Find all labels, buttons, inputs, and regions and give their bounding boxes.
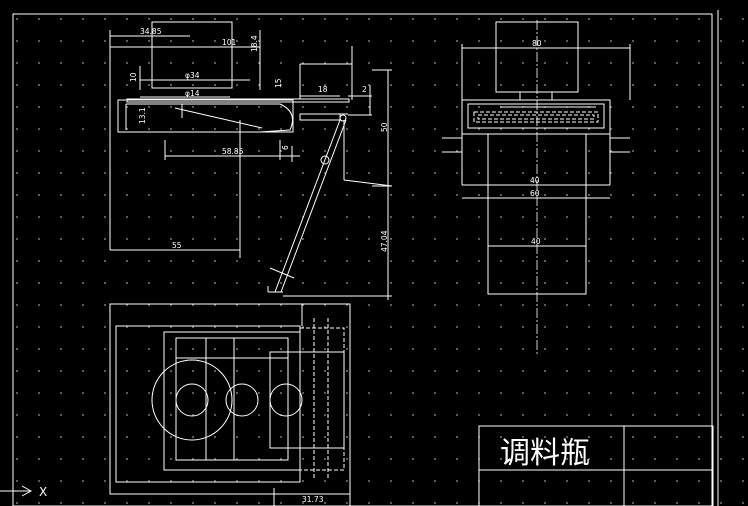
- dim-40-upper: 40: [530, 176, 540, 185]
- dim-phi-14: φ14: [185, 89, 200, 98]
- dim-58-85: 58.85: [222, 147, 244, 156]
- title-block-title: 调料瓶: [500, 436, 590, 471]
- dim-18: 18: [318, 85, 328, 94]
- dim-34-85: 34.85: [140, 27, 162, 36]
- dim-phi-34: φ34: [185, 71, 200, 80]
- dim-101: 101: [222, 38, 237, 47]
- dim-50: 50: [380, 122, 389, 132]
- dim-55: 55: [172, 241, 182, 250]
- front-view[interactable]: 34.85 101 18.4 10 φ34 15 18 2 φ14 13.1 5…: [109, 21, 393, 300]
- dim-13-1: 13.1: [138, 107, 147, 124]
- dim-31-73: 31.73: [302, 495, 324, 504]
- dim-47-04: 47.04: [380, 230, 389, 252]
- dim-10: 10: [129, 72, 138, 82]
- dim-6: 6: [281, 145, 290, 150]
- ucs-x-label: X: [39, 485, 47, 499]
- ucs-icon: X: [0, 485, 47, 499]
- dim-15: 15: [274, 78, 283, 88]
- side-view[interactable]: 80 40 60 40: [442, 20, 631, 356]
- dim-18-4: 18.4: [250, 35, 259, 52]
- dim-40-lower: 40: [531, 237, 541, 246]
- dim-2: 2: [362, 85, 367, 94]
- title-block[interactable]: 调料瓶: [478, 425, 714, 506]
- dim-80: 80: [532, 39, 542, 48]
- dim-60: 60: [530, 189, 540, 198]
- drawing-frame: [12, 10, 719, 506]
- top-view[interactable]: 31.73: [109, 303, 351, 506]
